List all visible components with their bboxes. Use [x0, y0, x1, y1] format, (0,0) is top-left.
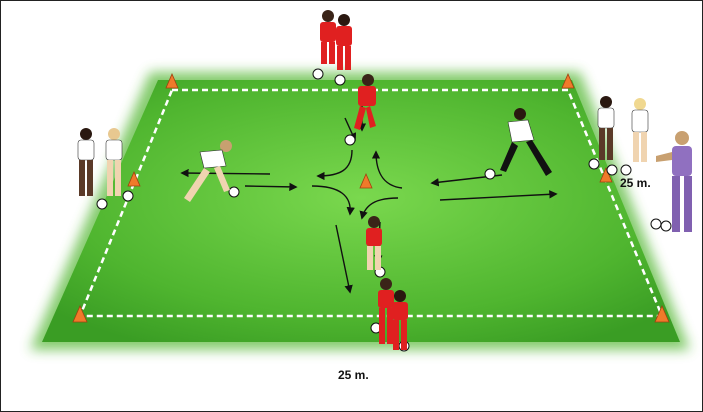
white-player-right-2 — [631, 98, 649, 162]
cone-top-left — [165, 72, 179, 89]
red-player-dribbling-top — [354, 74, 376, 130]
white-player-left-2 — [105, 128, 123, 196]
cone-right-start — [599, 166, 613, 183]
cone-bottom-right — [654, 305, 670, 323]
cone-left-start — [127, 170, 141, 187]
bottom-dimension-label: 25 m. — [338, 368, 369, 382]
red-player-top-1 — [320, 10, 336, 64]
white-player-right-1 — [597, 96, 615, 160]
white-player-left-1 — [77, 128, 95, 196]
cone-top-right — [561, 72, 575, 89]
white-player-dribbling-right — [500, 108, 552, 176]
cone-bottom-left — [72, 305, 88, 323]
red-player-bottom-1 — [366, 216, 382, 270]
white-player-dribbling-left — [184, 140, 232, 202]
cone-center — [359, 172, 373, 189]
side-dimension-label: 25 m. — [620, 176, 651, 190]
red-player-bottom-3 — [392, 290, 408, 350]
red-player-top-2 — [336, 14, 352, 70]
coach-figure — [656, 131, 692, 232]
red-player-bottom-2 — [378, 278, 394, 344]
